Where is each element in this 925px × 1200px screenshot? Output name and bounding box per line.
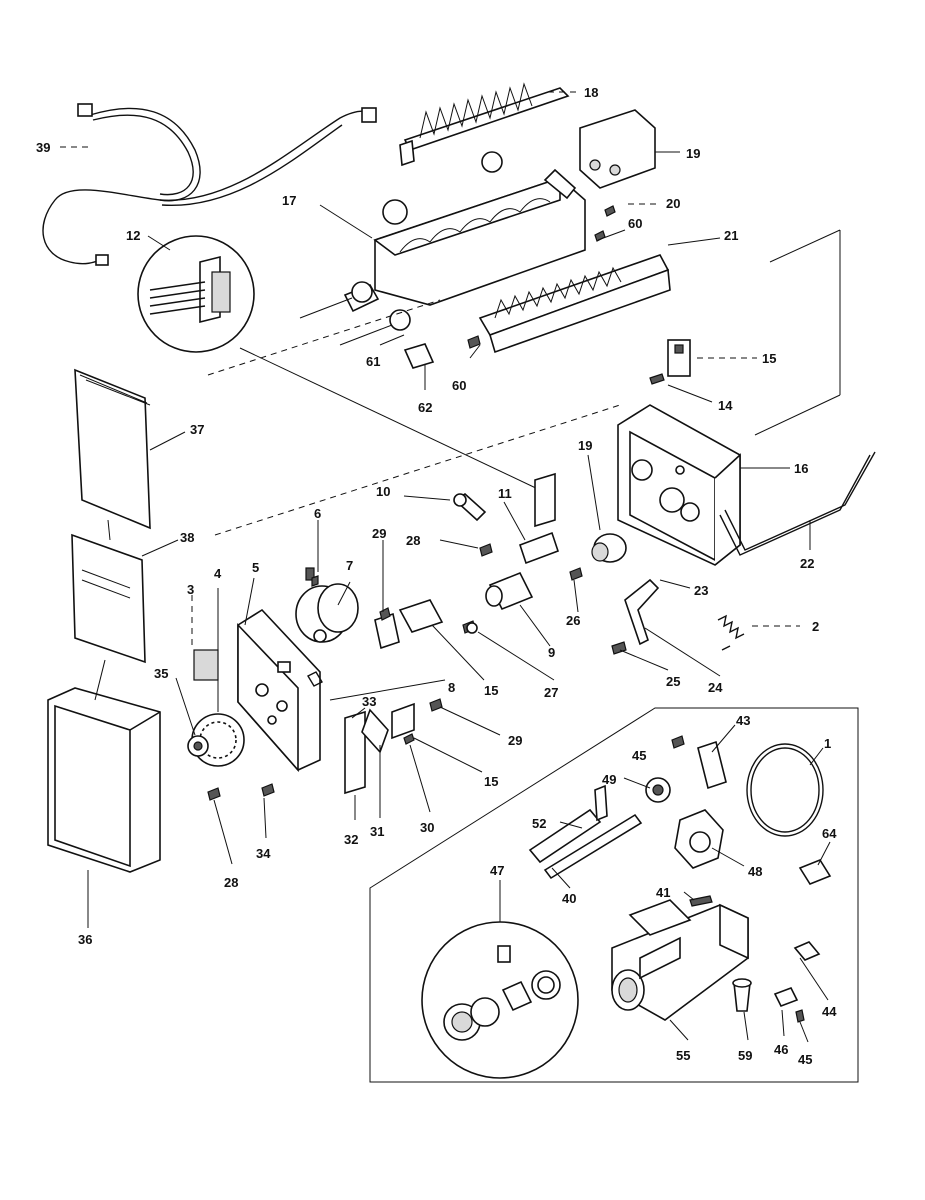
shutoff-arm: [719, 451, 876, 556]
part-label: 37: [190, 422, 204, 437]
part-label: 17: [282, 193, 296, 208]
instruction-sheets: [71, 368, 151, 664]
part-label: 64: [822, 826, 837, 841]
part-label: 49: [602, 772, 616, 787]
mold-cover: [579, 109, 656, 189]
water-valve-parts: [528, 735, 832, 961]
part-label: 16: [794, 461, 808, 476]
wire-harness: [42, 103, 377, 266]
part-label: 38: [180, 530, 194, 545]
part-label: 4: [214, 566, 222, 581]
part-label: 25: [666, 674, 680, 689]
valve-body: [611, 899, 749, 1021]
part-label: 29: [508, 733, 522, 748]
part-label: 46: [774, 1042, 788, 1057]
part-label: 26: [566, 613, 580, 628]
part-label: 3: [187, 582, 194, 597]
part-label: 28: [224, 875, 238, 890]
part-label: 40: [562, 891, 576, 906]
part-label: 15: [484, 683, 498, 698]
mounting-plate: [193, 608, 321, 773]
part-label: 62: [418, 400, 432, 415]
part-label: 7: [346, 558, 353, 573]
part-label: 2: [812, 619, 819, 634]
part-label: 30: [420, 820, 434, 835]
part-label: 47: [490, 863, 504, 878]
part-label: 19: [578, 438, 592, 453]
part-label: 9: [548, 645, 555, 660]
drive-gear: [187, 713, 245, 767]
part-label: 45: [632, 748, 646, 763]
small-parts: [207, 543, 493, 801]
linkage-parts: [453, 472, 627, 611]
screws-top: [403, 205, 616, 390]
part-label: 18: [584, 85, 598, 100]
wire-loop: [746, 743, 824, 837]
part-label: 29: [372, 526, 386, 541]
part-label: 52: [532, 816, 546, 831]
part-label: 15: [484, 774, 498, 789]
part-label: 34: [256, 846, 271, 861]
part-label: 1: [824, 736, 831, 751]
part-label: 19: [686, 146, 700, 161]
part-label: 20: [666, 196, 680, 211]
part-label: 21: [724, 228, 738, 243]
part-label: 45: [798, 1052, 812, 1067]
arm-and-spring: [611, 578, 745, 655]
ice-mold: [299, 151, 586, 346]
assembly-guide-lines: [207, 229, 841, 536]
strainer-callout: [421, 921, 579, 1079]
ejector-assembly: [399, 82, 570, 167]
part-label: 60: [452, 378, 466, 393]
part-label: 8: [448, 680, 455, 695]
part-label: 5: [252, 560, 259, 575]
part-label: 35: [154, 666, 168, 681]
part-label: 61: [366, 354, 380, 369]
part-label: 31: [370, 824, 384, 839]
part-label: 36: [78, 932, 92, 947]
part-label: 10: [376, 484, 390, 499]
part-label: 6: [314, 506, 321, 521]
part-label: 24: [708, 680, 723, 695]
part-label: 15: [762, 351, 776, 366]
part-label: 41: [656, 885, 670, 900]
leader-lines: [60, 91, 831, 1043]
stripper: [478, 254, 671, 354]
part-label: 14: [718, 398, 733, 413]
part-label: 39: [36, 140, 50, 155]
mounting-housing: [617, 404, 741, 566]
part-label: 33: [362, 694, 376, 709]
connector-callout: [137, 235, 255, 353]
part-label: 28: [406, 533, 420, 548]
part-label: 43: [736, 713, 750, 728]
part-label: 22: [800, 556, 814, 571]
part-label: 59: [738, 1048, 752, 1063]
part-label: 12: [126, 228, 140, 243]
thermostat-switch: [649, 339, 691, 385]
part-label: 32: [344, 832, 358, 847]
part-label: 55: [676, 1048, 690, 1063]
part-label: 44: [822, 1004, 837, 1019]
part-label: 48: [748, 864, 762, 879]
valve-fittings: [732, 978, 805, 1023]
part-label: 60: [628, 216, 642, 231]
part-label: 11: [498, 486, 512, 501]
module-cover: [47, 519, 161, 873]
motor: [295, 567, 359, 643]
part-label: 27: [544, 685, 558, 700]
part-label: 23: [694, 583, 708, 598]
part-number-labels: 18 39 19 17 20 60 12 21 61 60 62 15 14 3…: [36, 85, 837, 1067]
valve-section-frame: [369, 707, 859, 1083]
